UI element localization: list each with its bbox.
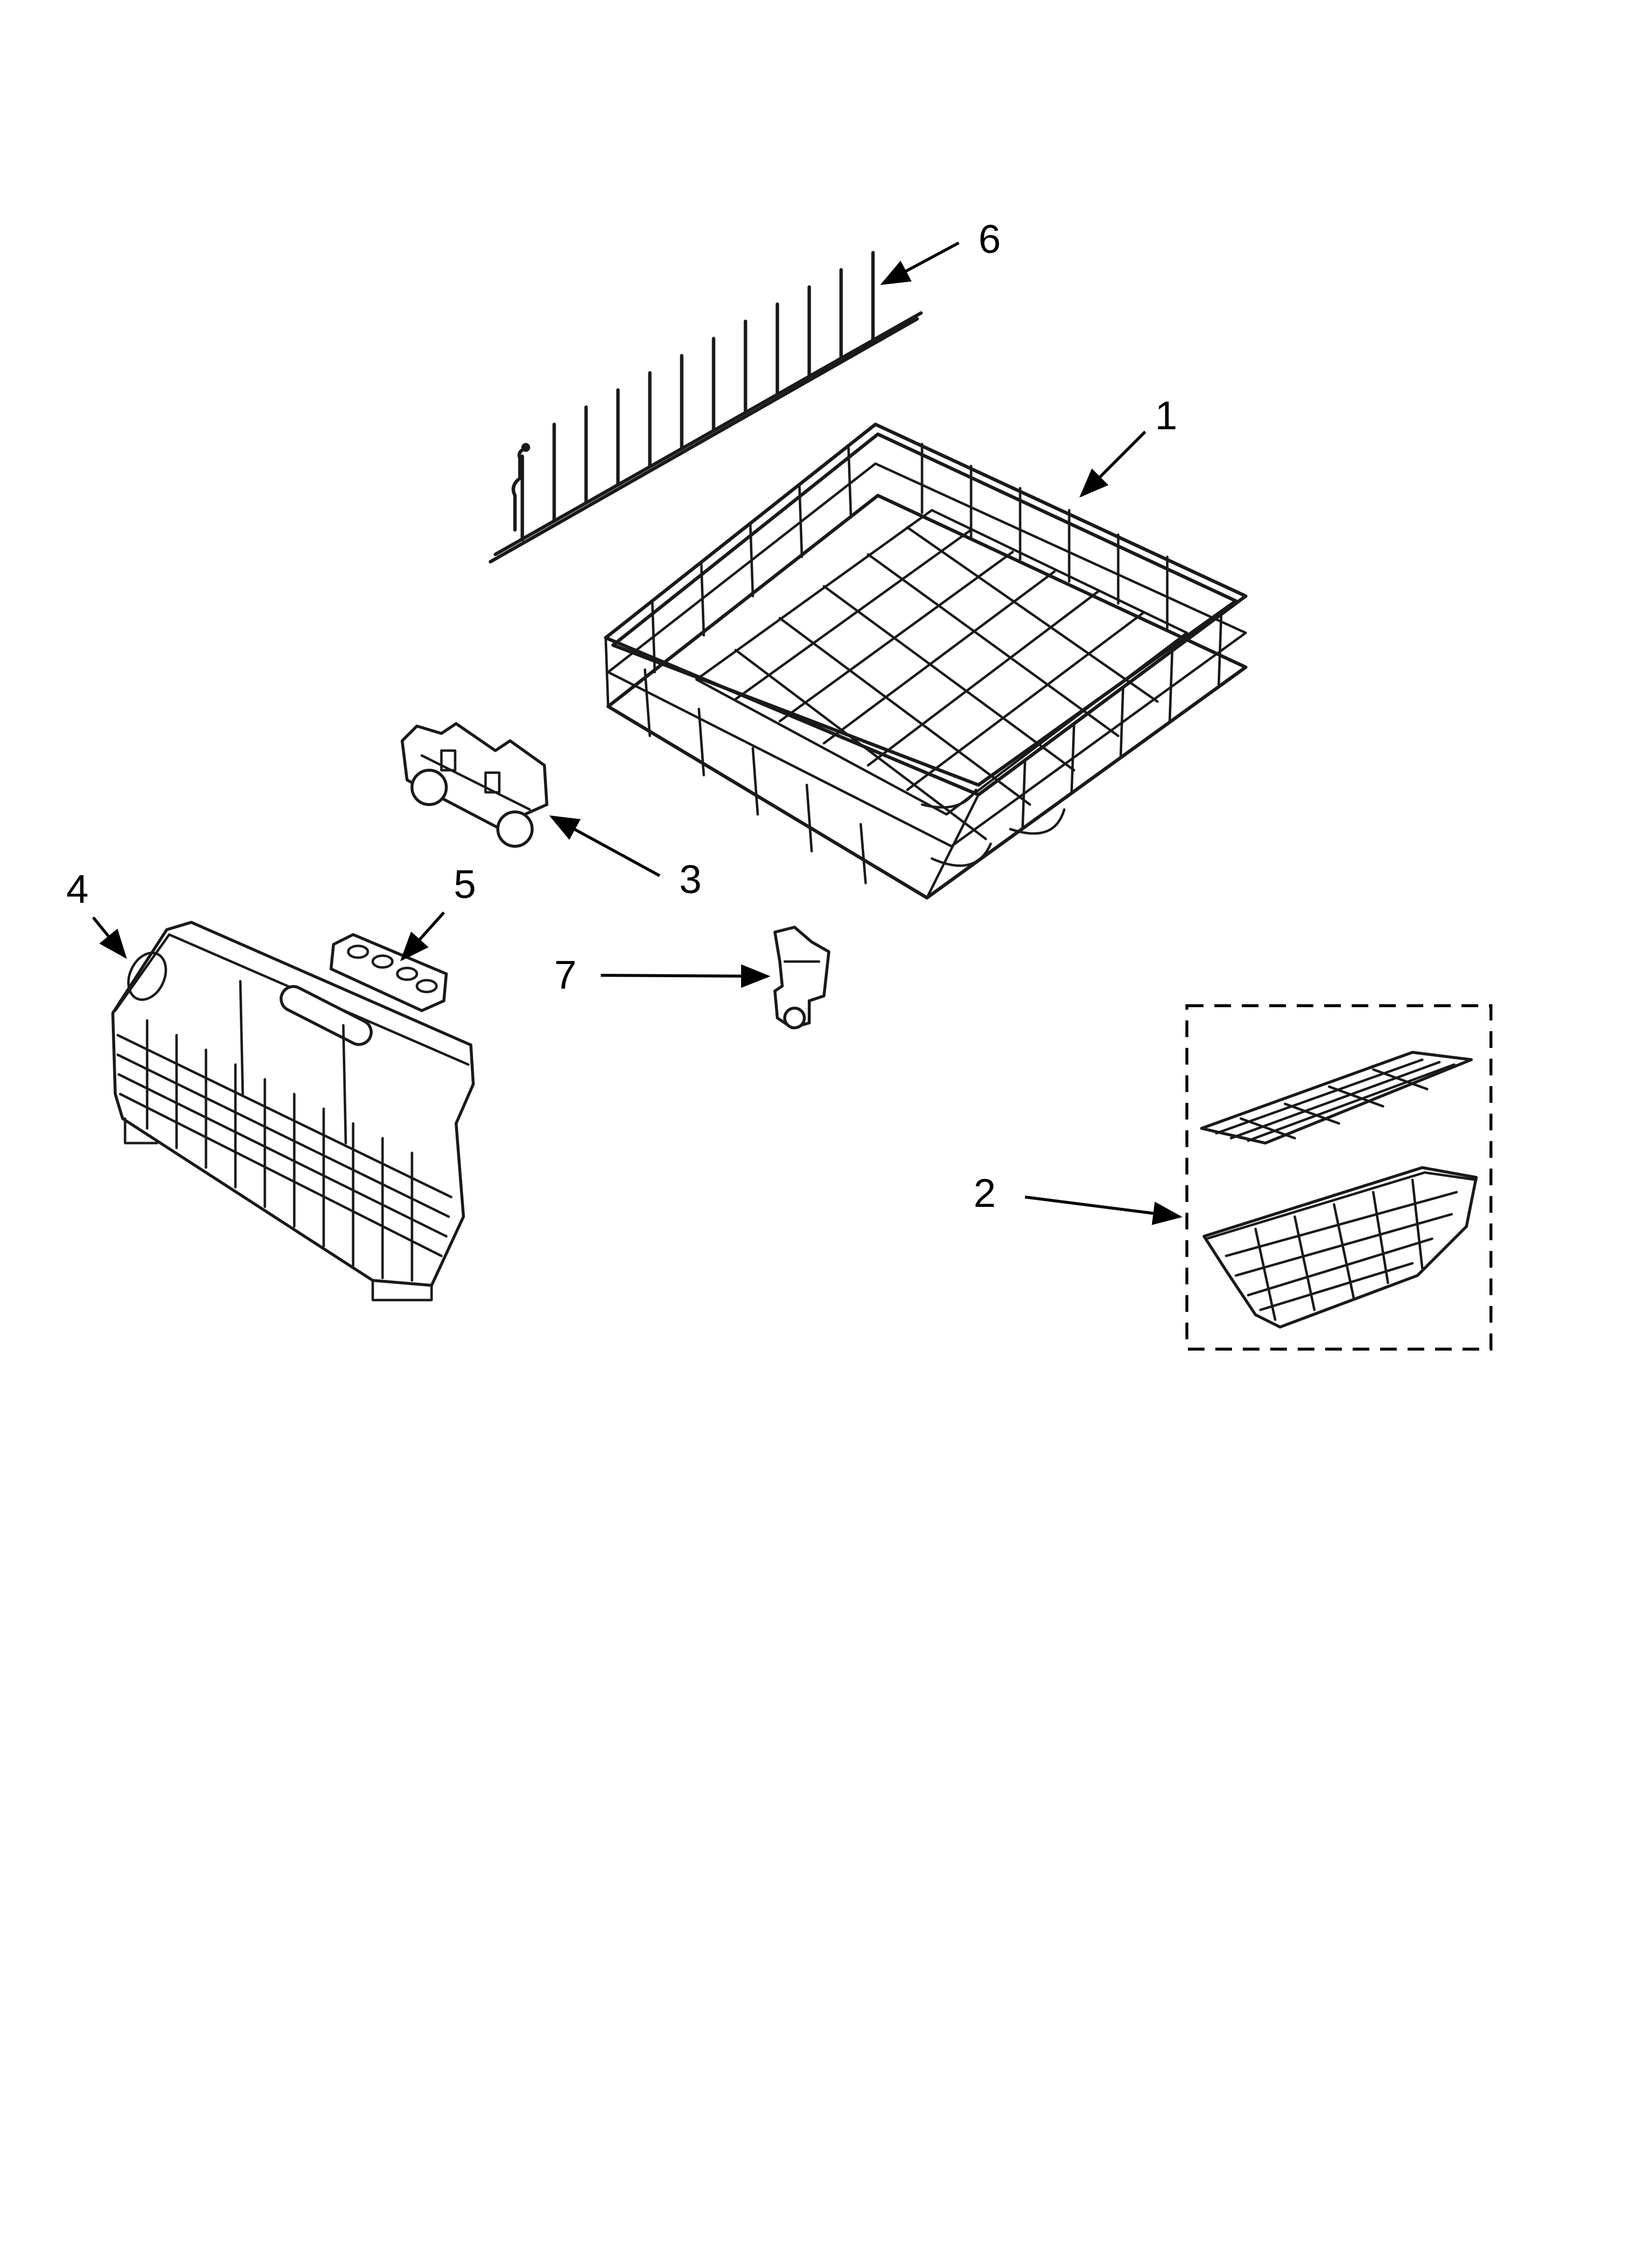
leader-6 xyxy=(880,241,960,285)
leader-7 xyxy=(600,964,770,988)
leader-2 xyxy=(1025,1196,1182,1225)
leader-5 xyxy=(400,911,445,962)
part-3-wheel-bracket xyxy=(401,722,548,848)
part-1-lower-rack xyxy=(604,422,1248,900)
leader-lines xyxy=(92,241,1182,1225)
leader-4 xyxy=(92,916,127,959)
part-2-basket-with-lid xyxy=(1185,1004,1492,1351)
part-4-silverware-basket xyxy=(111,921,475,1302)
callout-6: 6 xyxy=(978,217,1001,261)
leader-3 xyxy=(549,815,661,877)
part-2-dashed-boundary xyxy=(1185,1004,1492,1351)
callout-4: 4 xyxy=(66,867,89,912)
callout-7: 7 xyxy=(554,953,577,997)
callout-2: 2 xyxy=(974,1171,996,1216)
callout-labels: 6 1 3 5 4 7 2 xyxy=(66,217,1178,1216)
callout-3: 3 xyxy=(679,857,702,902)
part-7-rack-stop xyxy=(773,926,830,1029)
leader-1 xyxy=(1079,430,1147,498)
part-6-tine-row xyxy=(488,251,923,564)
part-5-basket-clip xyxy=(330,933,448,1012)
callout-1: 1 xyxy=(1155,393,1178,438)
callout-5: 5 xyxy=(454,862,476,907)
